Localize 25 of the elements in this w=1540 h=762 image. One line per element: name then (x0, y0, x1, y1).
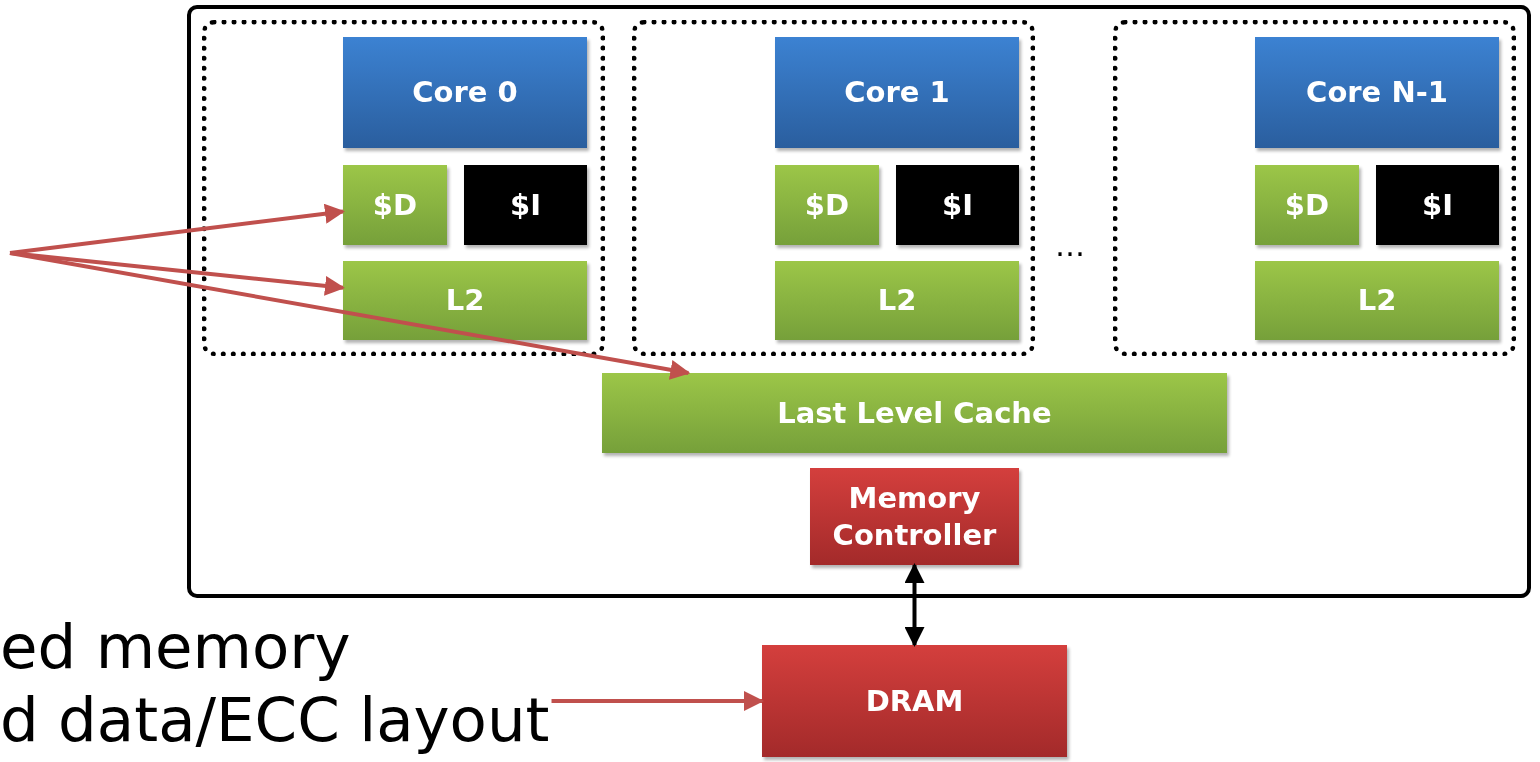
box-label: $D (1284, 186, 1330, 224)
core-group-outline (632, 20, 1035, 356)
box-label: Core N-1 (1306, 74, 1448, 111)
arrow (9, 251, 691, 380)
box-label: $I (510, 186, 541, 224)
note-text: d data/ECC layout (0, 683, 550, 757)
box-label: $D (804, 186, 850, 224)
box-label: DRAM (865, 682, 964, 720)
box-label: Last Level Cache (777, 394, 1052, 432)
box-label: Core 0 (412, 74, 518, 111)
box-label: $I (1422, 186, 1453, 224)
arrow (551, 691, 764, 711)
box-label: $I (942, 186, 973, 224)
box-label: Core 1 (844, 74, 950, 111)
note-text: ed memory (0, 610, 351, 684)
box-label: L2 (877, 282, 917, 319)
box-label: Memory Controller (831, 480, 998, 553)
ellipsis-mark: … (1055, 228, 1085, 263)
core-group-outline (1113, 20, 1516, 356)
chip-outline (187, 5, 1531, 598)
core-group-outline (202, 20, 605, 356)
arrow (904, 563, 925, 647)
box-label: $D (372, 186, 418, 224)
box-label: L2 (1357, 282, 1397, 319)
box-label: L2 (445, 282, 485, 319)
